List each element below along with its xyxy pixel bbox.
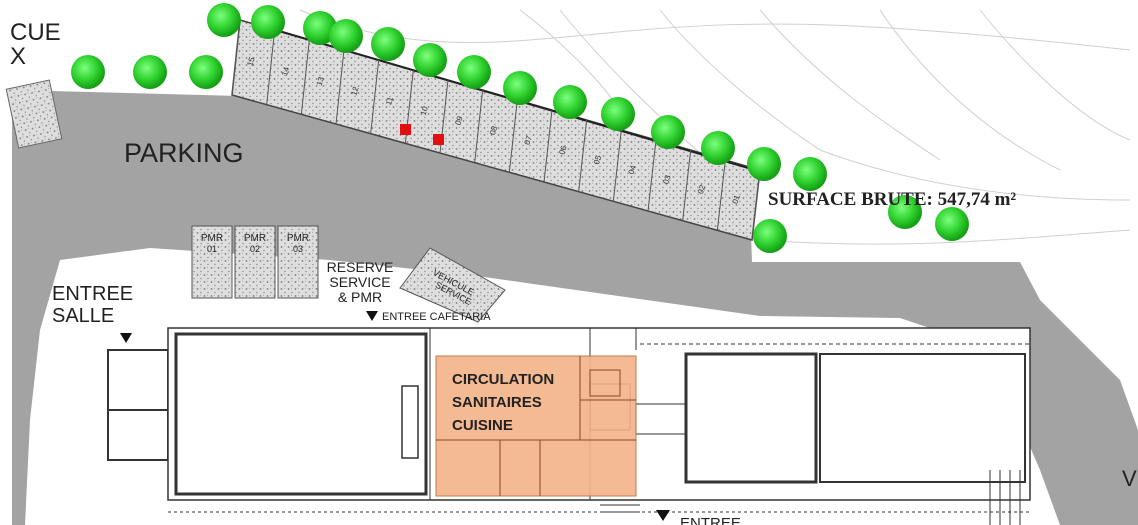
stall-divider [751, 169, 761, 241]
stall-number: 07 [523, 134, 534, 146]
red-marker [433, 134, 444, 145]
pmr-03-number: 03 [293, 244, 303, 254]
tree [457, 55, 491, 89]
highlight-zone-walls [436, 356, 636, 496]
highlight-line-1: CIRCULATION [452, 371, 554, 388]
tree [651, 115, 685, 149]
stall-number: 15 [245, 56, 256, 68]
tree [413, 43, 447, 77]
tree [503, 71, 537, 105]
entree-salle-arrow [120, 333, 132, 343]
stall-divider [682, 149, 692, 221]
stall-number: 09 [453, 115, 464, 127]
tree [701, 131, 735, 165]
stall-divider [370, 59, 380, 134]
tree [601, 97, 635, 131]
reserve-label-1: RESERVE [327, 259, 394, 275]
stall-divider [647, 139, 657, 212]
tree [133, 55, 167, 89]
highlight-zone [435, 355, 637, 497]
stall-number: 13 [315, 75, 326, 87]
stall-number: 01 [731, 193, 742, 205]
tree [935, 207, 969, 241]
entree-salle-line-2: SALLE [52, 305, 114, 327]
reserve-label-3: & PMR [338, 289, 382, 305]
reserve-label-2: SERVICE [329, 274, 390, 290]
stall-number: 11 [384, 95, 395, 106]
tree [329, 19, 363, 53]
parking-label: PARKING [124, 138, 244, 168]
stall-divider [335, 49, 345, 125]
corner-label-right: V [1122, 466, 1137, 491]
stall-divider [474, 89, 484, 163]
vehicule-service-stall: VEHICULE SERVICE [399, 247, 506, 323]
surface-brute-label: SURFACE BRUTE: 547,74 m² [768, 189, 1016, 210]
stall-number: 10 [419, 105, 430, 117]
tree [371, 27, 405, 61]
pmr-01-label: PMR [201, 233, 223, 244]
tree [251, 5, 285, 39]
stall-number: 06 [557, 144, 568, 156]
stall-divider [612, 129, 622, 202]
tree [793, 157, 827, 191]
tree [888, 195, 922, 229]
entree-bottom-label: ENTREE [680, 515, 741, 525]
entree-salle-line-1: ENTREE [52, 283, 133, 305]
stall-divider [716, 159, 726, 231]
left-stalls [5, 79, 63, 149]
stall-numbers: 15 14 13 12 11 10 09 08 07 06 05 04 03 02 01 [245, 56, 742, 205]
stall-divider [266, 29, 276, 105]
parking-road [12, 90, 1138, 525]
highlight-line-2: SANITAIRES [452, 394, 542, 411]
pmr-03-label: PMR [287, 233, 309, 244]
pmr-02-label: PMR [244, 233, 266, 244]
stall-divider [578, 119, 588, 192]
stall-number: 04 [627, 164, 638, 176]
stall-divider [508, 99, 518, 173]
stall-divider [300, 39, 310, 115]
stall-number: 03 [661, 174, 672, 186]
tree [303, 11, 337, 45]
stall-number: 08 [488, 124, 499, 136]
pmr-01-number: 01 [207, 244, 217, 254]
entree-cafetaria-label: ENTREE CAFETARIA [382, 311, 491, 323]
tree [189, 55, 223, 89]
stall-number: 14 [280, 65, 291, 77]
stall-number: 12 [349, 85, 360, 97]
corner-label-1: CUE [10, 19, 61, 46]
entree-cafetaria-arrow [366, 311, 378, 321]
tree [753, 219, 787, 253]
corner-label-2: X [10, 43, 26, 70]
pmr-02-number: 02 [250, 244, 260, 254]
terrain-contours [299, 9, 1131, 245]
pmr-stalls: PMR 01 PMR 02 PMR 03 [191, 225, 319, 299]
stall-divider [543, 109, 553, 183]
stall-dividers [231, 19, 761, 241]
stall-divider [231, 19, 241, 96]
tree [71, 55, 105, 89]
tree [747, 147, 781, 181]
tree [553, 85, 587, 119]
red-marker [400, 124, 411, 135]
entree-bottom-arrow [656, 510, 670, 521]
stall-number: 02 [696, 183, 707, 195]
tree [207, 3, 241, 37]
stall-number: 05 [592, 154, 603, 166]
highlight-line-3: CUISINE [452, 417, 513, 434]
trees [71, 3, 969, 253]
